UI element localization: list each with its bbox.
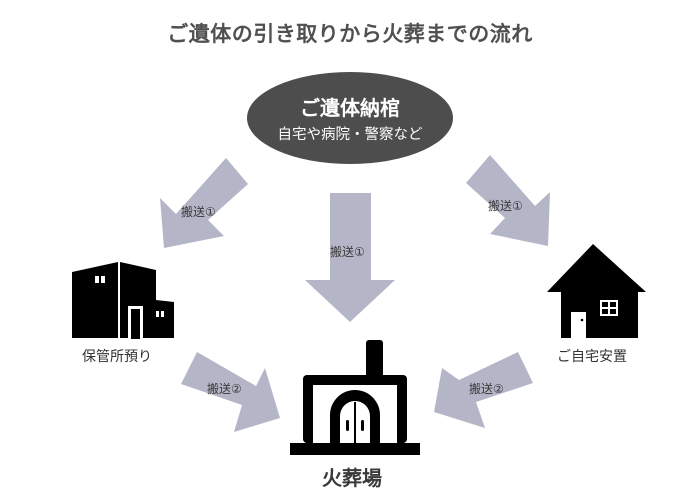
arrow-label-home-to-crematorium: 搬送② xyxy=(469,382,504,396)
home-label: ご自宅安置 xyxy=(557,349,627,365)
storage-label: 保管所預り xyxy=(82,349,152,365)
diagram-title: ご遺体の引き取りから火葬までの流れ xyxy=(167,22,533,46)
arrow-to-storage xyxy=(160,158,248,248)
arrow-label-to-crematorium: 搬送① xyxy=(330,245,365,259)
arrow-label-to-storage: 搬送① xyxy=(181,205,216,219)
crematorium-label: 火葬場 xyxy=(322,466,382,490)
arrow-home-to-crematorium xyxy=(434,352,533,428)
start-title: ご遺体納棺 xyxy=(300,96,400,120)
arrow-storage-to-crematorium xyxy=(181,352,280,432)
arrow-to-home xyxy=(466,155,550,246)
arrow-label-to-home: 搬送① xyxy=(488,199,523,213)
crematorium-icon xyxy=(290,340,420,455)
start-subtitle: 自宅や病院・警察など xyxy=(277,127,423,143)
arrow-label-storage-to-crematorium: 搬送② xyxy=(207,382,242,396)
start-ellipse xyxy=(247,72,453,164)
arrow-to-crematorium xyxy=(305,193,395,322)
building-icon xyxy=(72,262,174,339)
house-icon xyxy=(547,244,646,338)
